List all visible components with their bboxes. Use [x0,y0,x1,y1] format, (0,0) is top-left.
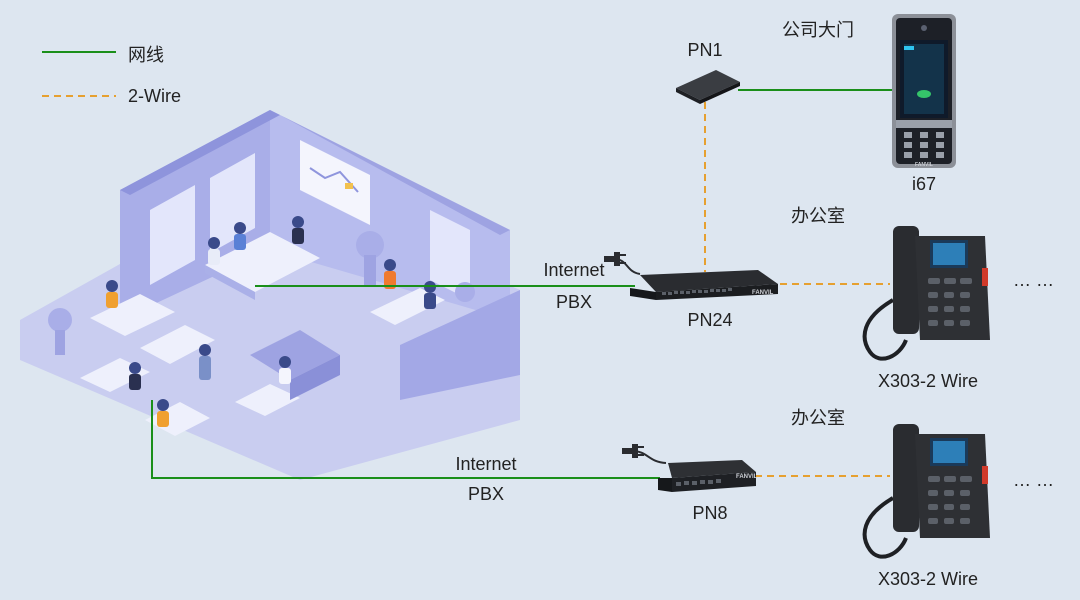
phone2-label: X303-2 Wire [877,569,979,589]
lan-links [151,89,892,479]
wire-links [704,102,890,477]
legend-wire-label: 2-Wire [128,86,181,106]
i67-door-intercom [892,14,956,168]
i67-label: i67 [911,174,937,194]
ip-phone [862,226,990,361]
top-pbx-label: PBX [555,292,593,312]
door-caption: 公司大门 [782,20,854,40]
top-internet-label: Internet [543,260,605,280]
i67-brand-mark: FANVIL [915,162,933,168]
phone1-label: X303-2 Wire [877,371,979,391]
pn24-device [630,270,778,300]
pn24-brand-mark: FANVIL [752,290,774,296]
pn1-label: PN1 [687,40,723,60]
pn24-label: PN24 [687,310,733,330]
pn1-device [676,70,740,104]
ellipsis-2: … … [1013,470,1055,490]
bottom-pbx-label: PBX [467,484,505,504]
pn8-label: PN8 [692,503,728,523]
office1-caption: 办公室 [791,206,845,226]
ip-phone [862,424,990,559]
legend-lan-label: 网线 [128,45,164,65]
office2-caption: 办公室 [791,408,845,428]
pn8-brand-mark: FANVIL [736,474,758,480]
bottom-internet-label: Internet [455,454,517,474]
power-plug-icon [622,444,667,464]
power-plug-icon [604,252,641,275]
ellipsis-1: … … [1013,270,1055,290]
lan-line-bottom [151,400,660,479]
pn8-device [658,460,756,492]
office-illustration [20,110,520,480]
